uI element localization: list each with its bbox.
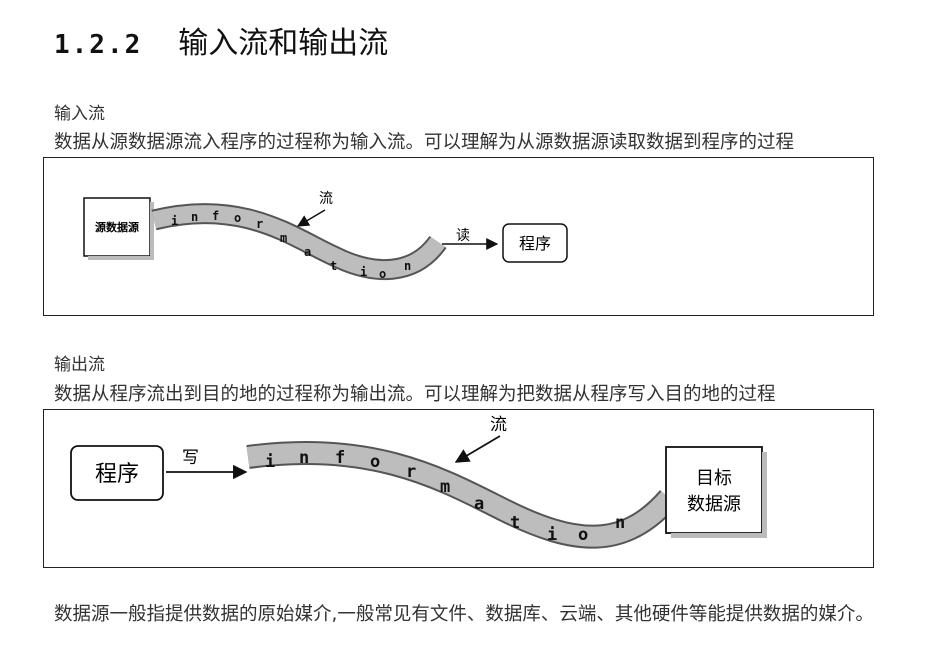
output-stream-description: 数据从程序流出到目的地的过程称为输出流。可以理解为把数据从程序写入目的地的过程 [54, 384, 776, 405]
band-letter: i [547, 525, 557, 545]
program-box-label: 程序 [95, 462, 139, 487]
band-letter: i [171, 214, 178, 228]
band-letter: m [280, 231, 287, 245]
band-letter: o [234, 211, 241, 225]
stream-pointer-arrow [454, 435, 501, 463]
section-number: 1.2.2 [54, 30, 143, 60]
input-stream-description: 数据从源数据源流入程序的过程称为输入流。可以理解为从源数据源读取数据到程序的过程 [54, 132, 795, 153]
band-letter: i [265, 452, 275, 472]
band-letter: a [304, 245, 311, 259]
target-data-source-box: 目标 数据源 [665, 446, 767, 538]
information-stream-band: i n f o r m a t i o n [151, 203, 447, 281]
band-letter: m [440, 477, 450, 497]
input-stream-diagram: 源数据源 i n f o r m a t i o n 流 读 程序 [43, 157, 874, 316]
information-stream-band: i n f o r m a t i o n [246, 440, 679, 549]
band-letter: r [256, 217, 263, 231]
stream-label: 流 [319, 191, 333, 207]
band-letter: t [330, 259, 337, 273]
read-label: 读 [456, 227, 470, 244]
input-stream-label: 输入流 [54, 104, 105, 124]
section-heading: 1.2.2 输入流和输出流 [54, 18, 388, 62]
output-stream-label: 输出流 [54, 355, 105, 375]
source-data-box: 源数据源 [83, 197, 154, 260]
band-letter: n [191, 210, 198, 224]
closing-paragraph: 数据源一般指提供数据的原始媒介,一般常见有文件、数据库、云端、其他硬件等能提供数… [54, 604, 874, 625]
write-label: 写 [182, 448, 199, 468]
program-box: 程序 [70, 445, 164, 501]
band-letter: n [299, 448, 309, 468]
section-title: 输入流和输出流 [178, 26, 389, 61]
band-letter: n [615, 513, 625, 533]
band-letter: o [370, 452, 380, 472]
output-stream-diagram: 程序 写 i n f o r m a t i o n 流 目标 [43, 409, 874, 568]
target-box-line2: 数据源 [687, 494, 741, 515]
band-letter: r [406, 462, 416, 482]
band-letter: f [335, 448, 345, 468]
program-box: 程序 [502, 223, 568, 263]
band-letter: f [212, 209, 219, 223]
target-box-line1: 目标 [696, 468, 732, 489]
band-letter: o [379, 267, 386, 281]
stream-label: 流 [490, 415, 507, 435]
band-letter: n [404, 259, 411, 273]
band-letter: a [474, 494, 484, 514]
stream-pointer-arrow [296, 209, 326, 227]
program-box-label: 程序 [519, 234, 551, 253]
band-letter: o [578, 525, 588, 545]
source-data-box-label: 源数据源 [95, 220, 139, 234]
band-letter: t [510, 513, 520, 533]
band-letter: i [360, 265, 367, 279]
